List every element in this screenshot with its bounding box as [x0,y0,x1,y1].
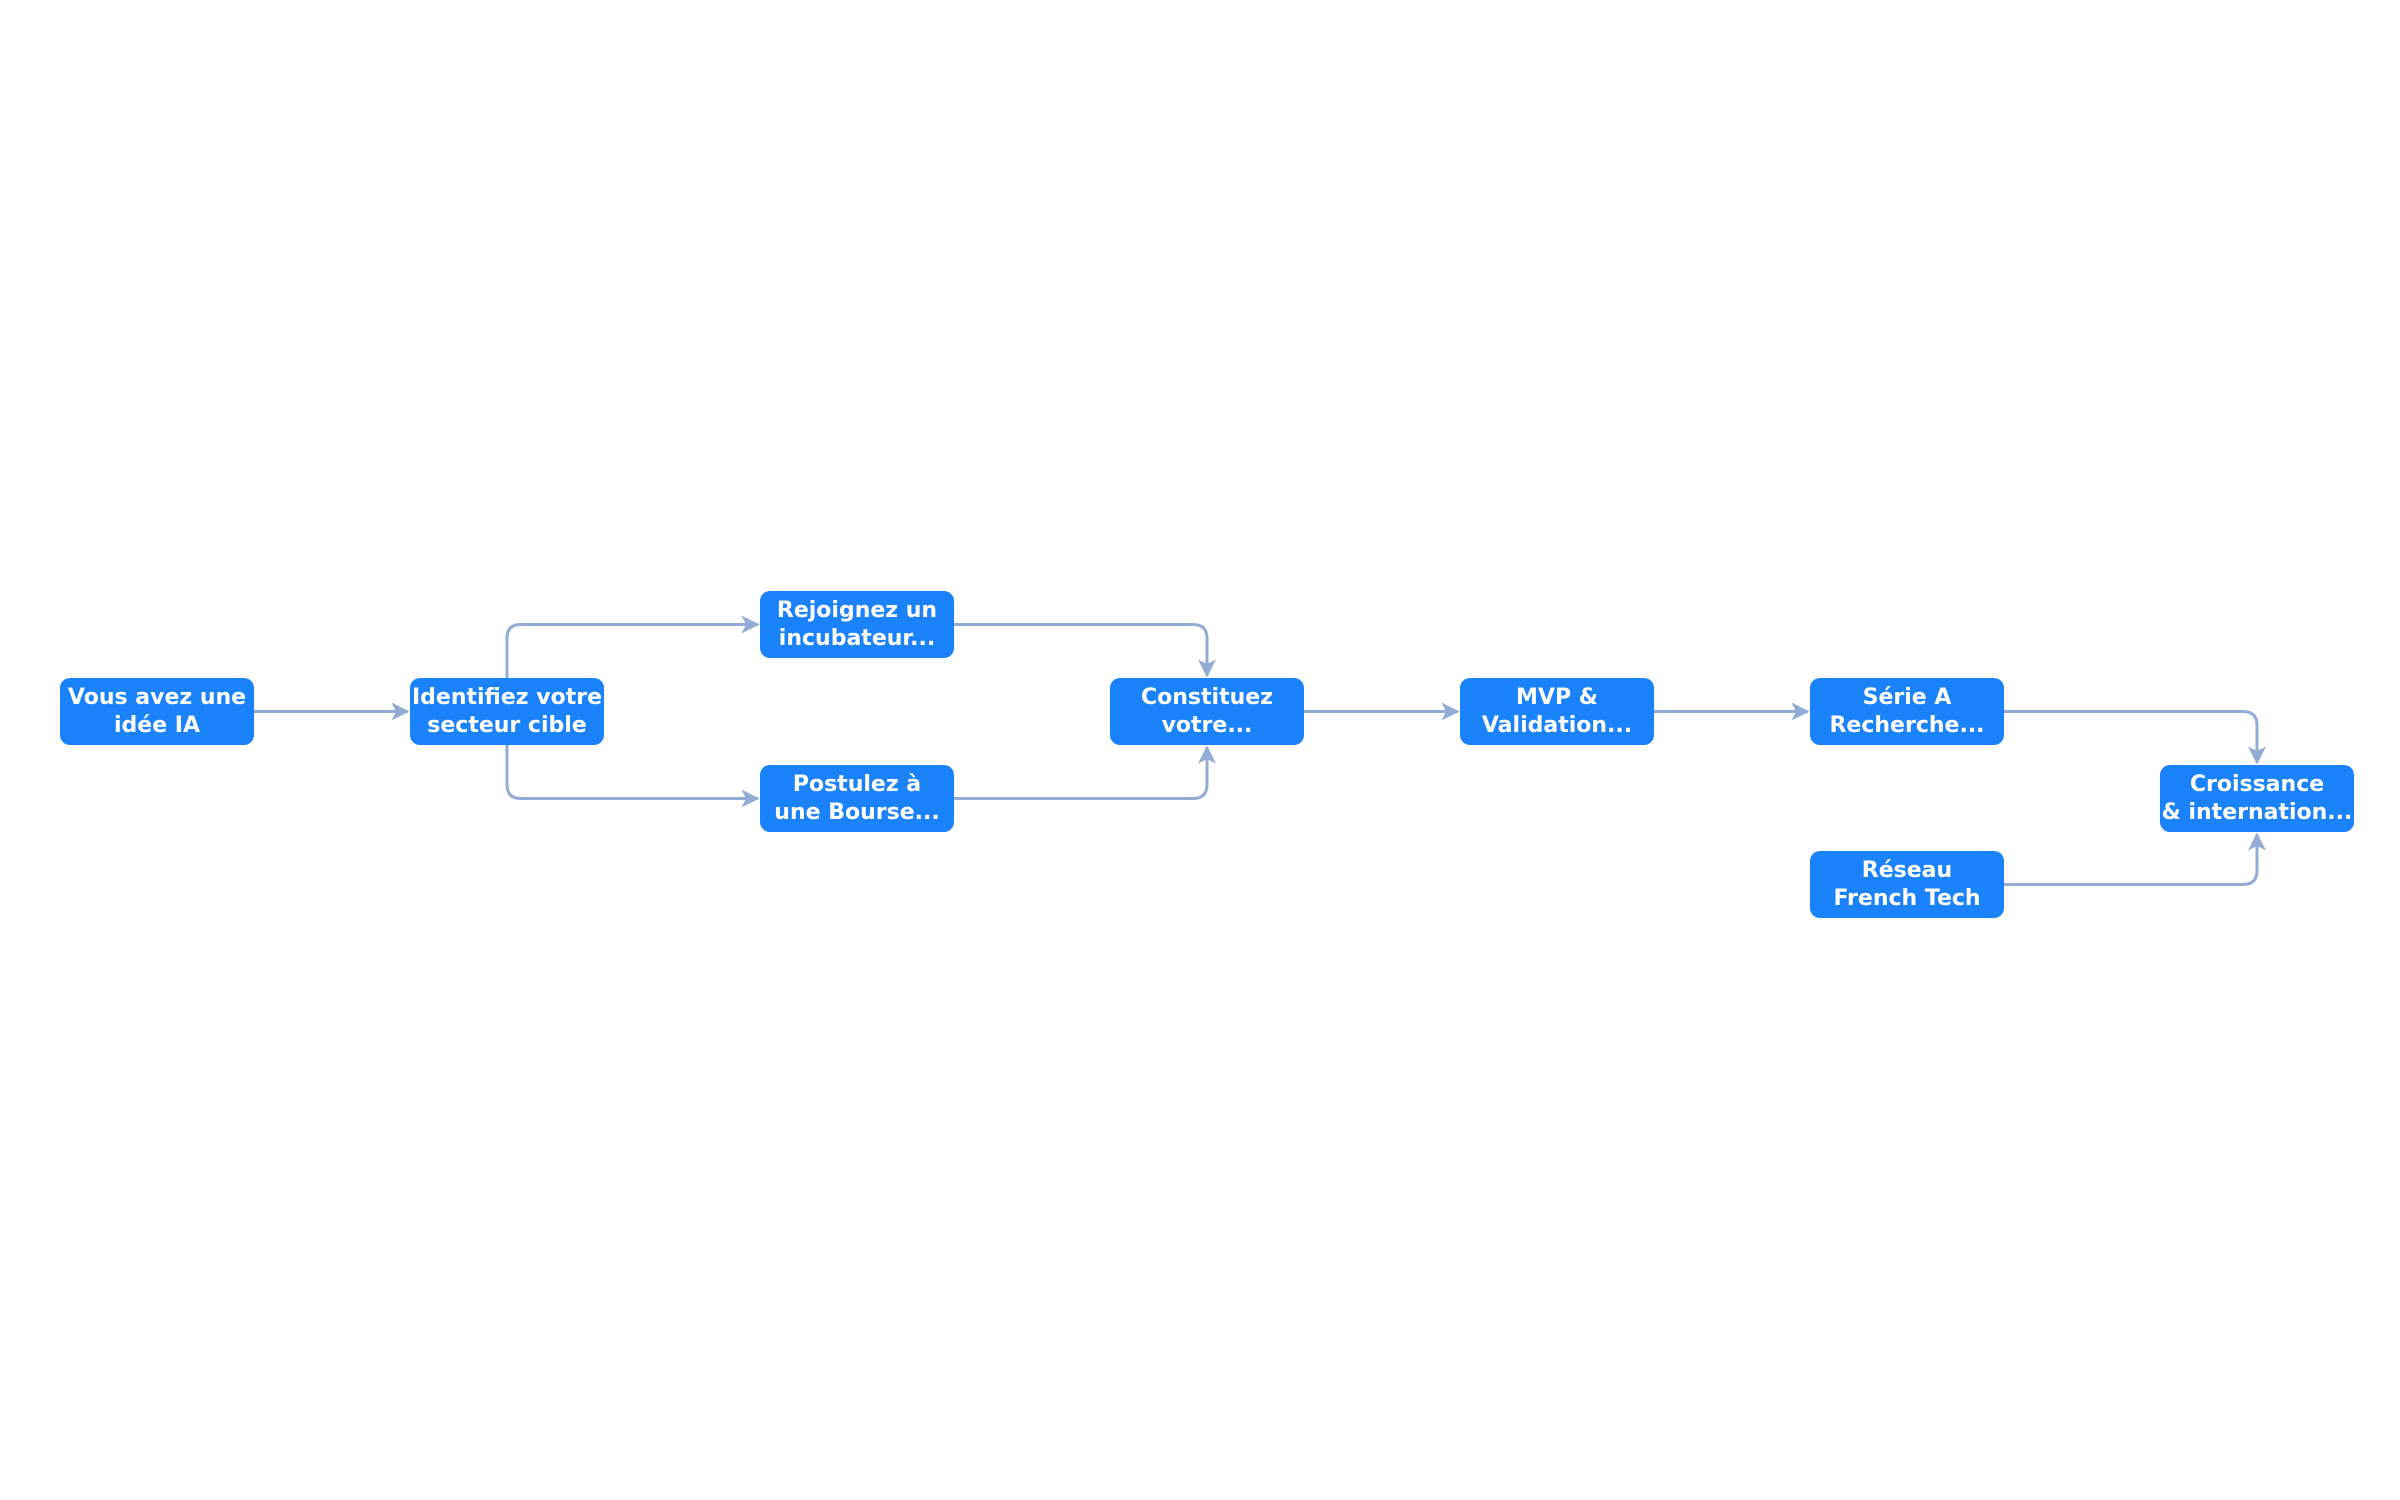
node-label-line-1: Réseau [1861,857,1953,883]
node-label-line-2: & internation... [2161,799,2353,825]
node-identifiez-secteur-cible[interactable]: Identifiez votre secteur cible [410,678,604,745]
node-label-line-2: votre... [1161,712,1253,738]
edge-secteur-to-bourse [505,745,760,808]
node-label-line-2: une Bourse... [774,799,940,825]
node-label-line-2: Validation... [1481,712,1633,738]
edge-bourse-to-constituez [954,745,1216,800]
node-label-line-2: secteur cible [427,712,587,738]
node-croissance-internationale[interactable]: Croissance & internation... [2160,765,2354,832]
node-label-line-1: Vous avez une [67,684,247,710]
edge-incubateur-to-constituez [954,623,1216,678]
node-label-line-1: Constituez [1141,684,1273,710]
node-label-line-1: Série A [1862,684,1952,710]
node-serie-a-recherche[interactable]: Série A Recherche... [1810,678,2004,745]
node-label-line-1: Identifiez votre [411,684,602,710]
node-label-line-1: Croissance [2189,771,2325,797]
node-rejoignez-incubateur[interactable]: Rejoignez un incubateur... [760,591,954,658]
node-postulez-bourse[interactable]: Postulez à une Bourse... [760,765,954,832]
node-mvp-validation[interactable]: MVP & Validation... [1460,678,1654,745]
edge-secteur-to-incubateur [505,615,760,678]
node-reseau-french-tech[interactable]: Réseau French Tech [1810,851,2004,918]
node-label-line-1: MVP & [1516,684,1598,710]
node-constituez-votre[interactable]: Constituez votre... [1110,678,1304,745]
edge-serie-a-to-croissance [2004,710,2266,765]
node-label-line-2: idée IA [113,712,200,738]
node-label-line-2: French Tech [1833,885,1981,911]
node-label-line-1: Postulez à [792,771,922,797]
node-label-line-2: incubateur... [778,625,936,651]
node-label-line-1: Rejoignez un [776,597,938,623]
node-vous-avez-une-idee-ia[interactable]: Vous avez une idée IA [60,678,254,745]
edge-french-tech-to-croissance [2004,832,2266,886]
node-label-line-2: Recherche... [1829,712,1985,738]
